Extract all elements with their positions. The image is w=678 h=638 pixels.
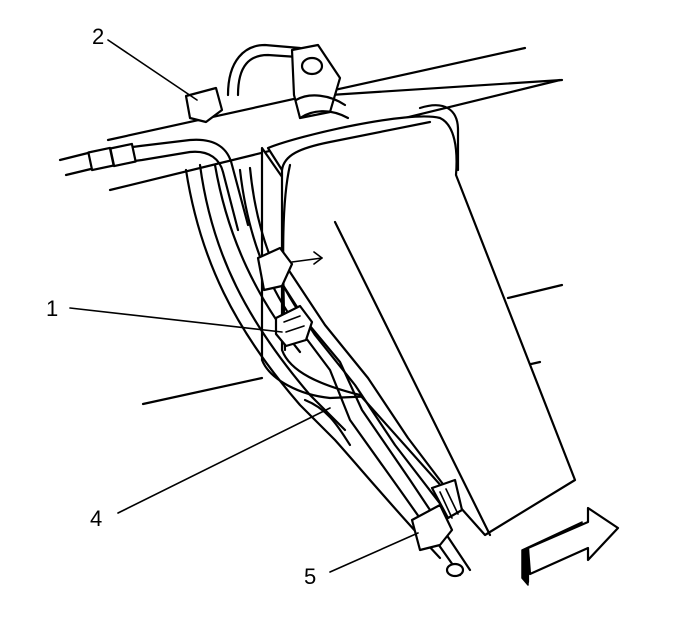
upper-bracket [184,43,350,124]
callout-2: 2 [92,24,104,49]
leader-4 [117,407,331,514]
fuel-lines-left [58,138,250,232]
leader-2 [107,39,198,101]
forward-direction-arrow-icon [521,506,620,586]
callout-4: 4 [90,506,102,531]
retainer-clip [410,478,464,552]
callout-5: 5 [304,564,316,589]
leader-5 [329,532,419,573]
shroud-panel [260,104,577,537]
callout-leaders [69,39,419,573]
quick-connector [256,246,323,348]
leader-1 [69,307,283,333]
callout-1: 1 [46,296,58,321]
